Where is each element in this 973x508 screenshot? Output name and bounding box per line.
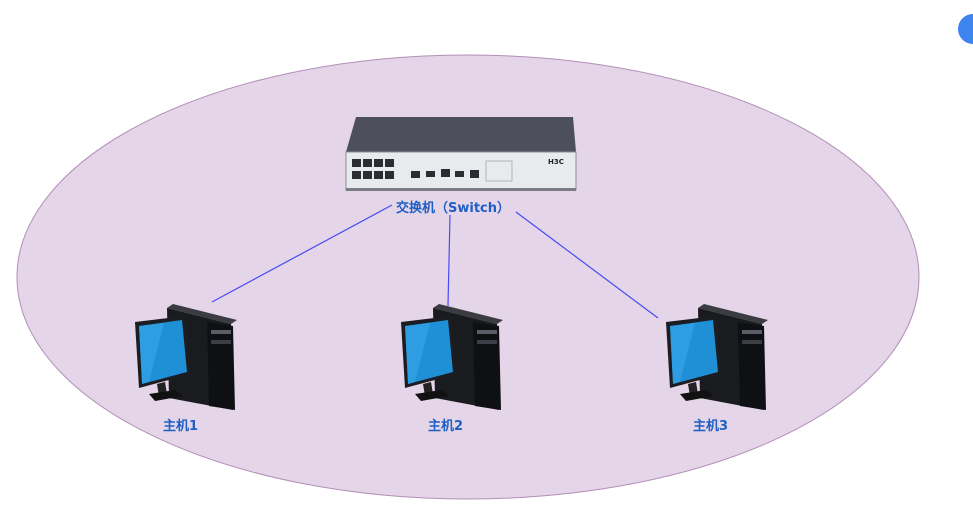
switch-device[interactable]: H3C (345, 117, 577, 191)
link-host3 (515, 211, 659, 319)
tower-front (473, 322, 501, 410)
tower-top (698, 304, 768, 324)
link-host2 (447, 214, 451, 307)
link-host1 (211, 204, 393, 303)
switch-top (346, 117, 576, 152)
host-computer-2[interactable] (401, 304, 503, 410)
monitor-stand (149, 390, 183, 401)
monitor-stand (415, 390, 449, 401)
switch-brand: H3C (548, 158, 564, 166)
switch-label: 交换机（Switch） (396, 201, 511, 216)
host-computer-1[interactable] (135, 304, 237, 410)
host2-label: 主机2 (428, 419, 464, 434)
host1-label: 主机1 (163, 419, 199, 434)
switch-ports (352, 159, 479, 179)
monitor-stand (680, 390, 714, 401)
links (211, 204, 659, 319)
tower-top (167, 304, 237, 324)
tower-front (207, 322, 235, 410)
tower-top (433, 304, 503, 324)
tower-front (738, 322, 766, 410)
corner-action-button[interactable] (958, 14, 973, 44)
host-computer-3[interactable] (666, 304, 768, 410)
host3-label: 主机3 (693, 419, 729, 434)
